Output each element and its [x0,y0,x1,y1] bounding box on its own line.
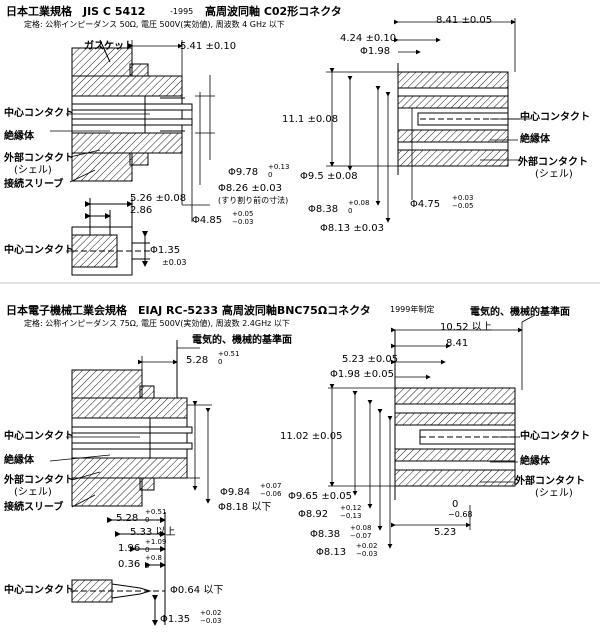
top-right-dimension-lines [326,18,530,223]
dim-top-1-35-tol: ±0.03 [162,258,187,267]
bottom-right-connector [394,330,520,500]
bottom-rating: 定格: 公称インピーダンス 75Ω, 電圧 500V(実効値), 周波数 2.4… [24,319,290,328]
dim-bottom-8-41: 8.41 [446,338,469,349]
dim-pin-1-35: Φ1.35 [160,614,191,625]
bottom-standard-year: 1999年制定 [390,305,435,314]
dim-bottom-8-38: Φ8.38 [310,529,341,540]
dim-bottom-9-84: Φ9.84 [220,487,251,498]
dim-top-11-1: 11.1 ±0.08 [282,114,339,125]
label-top-right-insulator: 絶縁体 [520,134,550,145]
leader-lines [49,113,536,592]
dim-top-8-38: Φ8.38 [308,204,339,215]
label-bottom-right-insulator: 絶縁体 [520,456,550,467]
dim-top-8-13: Φ8.13 ±0.03 [320,223,384,234]
dim-top-1-98: Φ1.98 [360,46,391,57]
dim-bottom-8-92: Φ8.92 [298,509,329,520]
label-top-left-sleeve: 接続スリーブ [4,179,64,190]
top-rating: 定格: 公称インピーダンス 50Ω, 電圧 500V(実効値), 周波数 4 G… [24,20,285,29]
dim-bottom-11-02: 11.02 ±0.05 [280,431,343,442]
label-bottom-left-sleeve: 接続スリーブ [4,502,64,513]
bottom-left-dimension-lines [138,356,212,504]
dim-top-4-24: 4.24 ±0.10 [340,33,397,44]
dim-bottom-9-65: Φ9.65 ±0.05 [288,491,352,502]
label-bottom-left-ref-plane: 電気的、機械的基準面 [192,335,292,346]
top-left-dimension-lines [128,40,215,222]
bottom-standard-title: 日本電子機械工業会規格 EIAJ RC-5233 高周波同軸BNC75Ωコネクタ [6,304,371,317]
label-bottom-left-center-contact: 中心コンタクト [4,431,74,442]
dim-bottom-1-98: Φ1.98 ±0.05 [330,369,394,380]
top-standard-year: -1995 [170,7,194,16]
dim-bottom-10-52: 10.52 以上 [440,322,492,333]
label-bottom-right-center-contact: 中心コンタクト [520,431,590,442]
dim-top-9-5: Φ9.5 ±0.08 [300,171,358,182]
dim-bottom-8-38-tol: +0.08−0.07 [350,524,372,540]
dim-bottom-5-23b: 5.23 [434,527,457,538]
label-top-left-center-contact: 中心コンタクト [4,108,74,119]
label-top-right-shell: (シェル) [535,169,573,180]
label-bottom-left-outer-contact: 外部コンタクト [4,475,74,486]
dim-top-8-26-note: (すり割り前の寸法) [218,196,289,205]
label-top-right-center-contact: 中心コンタクト [520,112,590,123]
bottom-left-pin-detail [71,512,166,626]
dim-bottom-5-28: 5.28 [186,355,209,366]
dim-top-8-26: Φ8.26 ±0.03 [218,183,282,194]
dim-pin-1-96: 1.96 [118,543,141,554]
label-bottom-left-insulator: 絶縁体 [4,455,34,466]
dim-pin-5-28: 5.28 [116,513,139,524]
dim-top-9-78: Φ9.78 [228,167,259,178]
dim-bottom-8-18: Φ8.18 以下 [218,502,272,513]
label-top-left-insulator: 絶縁体 [4,131,34,142]
dim-bottom-0-tol: −0.68 [448,510,473,519]
dim-bottom-0: 0 [452,499,459,510]
dim-top-1-35: Φ1.35 [150,245,181,256]
top-connector-title: 高周波同軸 C02形コネクタ [205,5,342,18]
label-bottom-right-outer-contact: 外部コンタクト [515,476,585,487]
dim-pin-0-64: Φ0.64 以下 [170,585,224,596]
label-top-left-shell: (シェル) [14,165,52,176]
dim-bottom-9-84-tol: +0.07−0.06 [260,482,282,498]
label-bottom-right-ref-plane: 電気的、機械的基準面 [470,307,570,318]
bottom-right-dimension-lines [328,327,523,549]
dim-top-5-26: 5.26 ±0.08 [130,193,187,204]
dim-top-4-75-tol: +0.03−0.05 [452,194,474,210]
dim-pin-1-35-tol: +0.02−0.03 [200,609,222,625]
label-top-pin-center-contact: 中心コンタクト [4,245,74,256]
label-bottom-left-shell: (シェル) [14,487,52,498]
dim-pin-0-36: 0.36 [118,559,141,570]
dim-top-4-85-tol: +0.05−0.03 [232,210,254,226]
dim-top-2-86: 2.86 [130,205,153,216]
top-standard-title: 日本工業規格 JIS C 5412 [6,5,146,18]
dim-top-8-41: 8.41 ±0.05 [436,15,493,26]
dim-pin-5-33: 5.33 以上 [130,527,176,538]
label-bottom-pin-center-contact: 中心コンタクト [4,585,74,596]
top-right-connector [397,63,509,175]
label-gasket: ガスケット [84,41,134,52]
label-bottom-right-shell: (シェル) [535,488,573,499]
dim-top-4-85: Φ4.85 [192,215,223,226]
label-top-right-outer-contact: 外部コンタクト [518,157,588,168]
dim-bottom-8-92-tol: +0.12−0.13 [340,504,362,520]
dim-top-4-75: Φ4.75 [410,199,441,210]
dim-bottom-5-23: 5.23 ±0.05 [342,354,399,365]
dim-top-5-41: 5.41 ±0.10 [180,41,237,52]
bottom-left-connector [71,340,193,507]
dim-bottom-8-13-tol: +0.02−0.03 [356,542,378,558]
dim-bottom-8-13: Φ8.13 [316,547,347,558]
label-top-left-outer-contact: 外部コンタクト [4,153,74,164]
